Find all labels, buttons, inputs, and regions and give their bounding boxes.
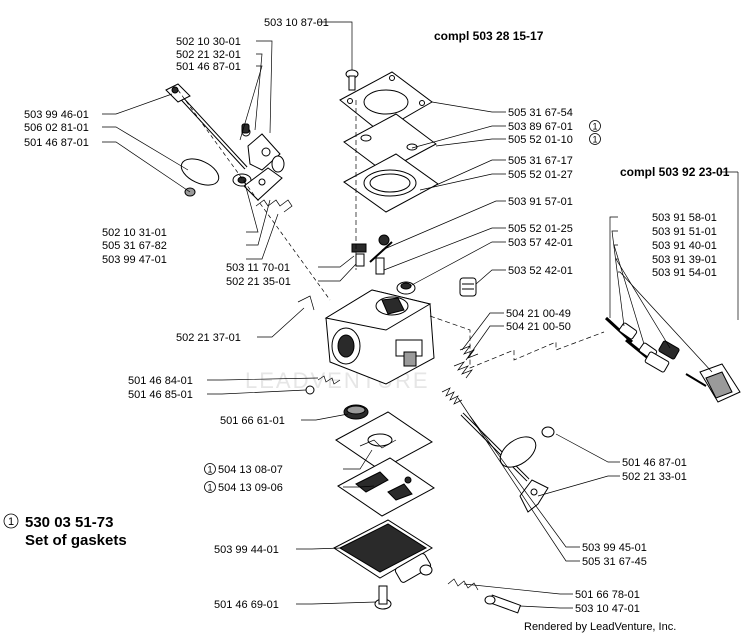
- callout: 501 46 87-01: [176, 61, 241, 73]
- callout: 503 10 87-01: [264, 17, 329, 29]
- callout-labels-right: 505 31 67-54 503 89 67-01 505 52 01-10 5…: [506, 107, 717, 615]
- metering-cover: [333, 519, 433, 583]
- callout: 502 21 35-01: [226, 276, 291, 288]
- kit-marker: 1: [593, 122, 598, 132]
- callout: 503 99 47-01: [102, 254, 167, 266]
- callout: 505 52 01-25: [508, 223, 573, 235]
- kit-description: Set of gaskets: [25, 532, 127, 549]
- kit-markers: 1 1 1 1: [204, 120, 601, 493]
- callout: 505 31 67-17: [508, 155, 573, 167]
- pump-gasket: [343, 153, 439, 213]
- callout: 503 91 57-01: [508, 196, 573, 208]
- idle-spring: [305, 375, 341, 395]
- callout: 505 31 67-82: [102, 240, 167, 252]
- assembly-upper-label: compl 503 28 15-17: [434, 29, 544, 43]
- callout: 502 21 32-01: [176, 49, 241, 61]
- callout: 503 57 42-01: [508, 237, 573, 249]
- callout: 503 99 45-01: [582, 542, 647, 554]
- callout: 503 91 58-01: [652, 212, 717, 224]
- callout: 503 11 70-01: [226, 262, 290, 274]
- callout: 504 21 00-50: [506, 321, 571, 333]
- callout-labels-left: 503 10 87-01 502 10 30-01 502 21 32-01 5…: [24, 17, 329, 611]
- callout: 502 10 31-01: [102, 227, 167, 239]
- return-spring-left: [255, 199, 293, 213]
- kit-marker: 1: [208, 483, 213, 493]
- filter-screen: [343, 404, 369, 420]
- callout: 503 99 46-01: [24, 109, 89, 121]
- callout: 502 21 33-01: [622, 471, 687, 483]
- callout: 503 10 47-01: [575, 603, 640, 615]
- callout: 503 89 67-01: [508, 121, 573, 133]
- callout: 505 31 67-45: [582, 556, 647, 568]
- callout: 503 91 54-01: [652, 267, 717, 279]
- callout: 504 21 00-49: [506, 308, 571, 320]
- callout: 501 46 84-01: [128, 375, 193, 387]
- callout: 501 46 87-01: [622, 457, 687, 469]
- choke-shaft: [460, 412, 555, 513]
- cover-screw-lower: [374, 585, 392, 610]
- callout: 502 10 30-01: [176, 36, 241, 48]
- callout: 501 46 85-01: [128, 389, 193, 401]
- kit-part-number: 530 03 51-73: [25, 514, 113, 531]
- adjuster-kit: [604, 316, 741, 403]
- pump-diaphragm: [343, 113, 437, 173]
- callout: 504 13 08-07: [218, 464, 283, 476]
- throttle-shaft-left: [165, 83, 248, 170]
- callout: 503 91 39-01: [652, 254, 717, 266]
- carburetor-body: [324, 289, 435, 385]
- lever-washer: [232, 173, 252, 187]
- parts-artwork: [165, 69, 741, 614]
- gasket-kit-legend: 1 530 03 51-73 Set of gaskets: [3, 513, 127, 549]
- callout: 505 52 01-10: [508, 134, 573, 146]
- legend-marker: 1: [8, 516, 14, 528]
- kit-marker: 1: [593, 135, 598, 145]
- assembly-right-label: compl 503 92 23-01: [620, 165, 730, 179]
- mating-lines: [177, 89, 605, 369]
- callout: 501 46 87-01: [24, 137, 89, 149]
- kit-marker: 1: [208, 465, 213, 475]
- cover-screw: [345, 69, 359, 91]
- callout: 503 99 44-01: [214, 544, 279, 556]
- callout: 503 91 51-01: [652, 226, 717, 238]
- lever-bracket: [243, 155, 285, 201]
- callout: 502 21 37-01: [176, 332, 241, 344]
- lower-spring-screw: [447, 578, 522, 614]
- needle-valve-parts: [351, 234, 416, 295]
- callout: 501 46 69-01: [214, 599, 279, 611]
- assembly-labels: compl 503 28 15-17 compl 503 92 23-01: [434, 29, 730, 179]
- callout: 503 52 42-01: [508, 265, 573, 277]
- footer-credit: Rendered by LeadVenture, Inc.: [524, 621, 676, 633]
- pump-cover: [339, 71, 433, 133]
- leader-lines: [102, 21, 739, 609]
- callout: 503 91 40-01: [652, 240, 717, 252]
- adjust-springs: [441, 345, 479, 405]
- callout: 506 02 81-01: [24, 122, 89, 134]
- lever-pin: [297, 295, 315, 311]
- callout: 505 52 01-27: [508, 169, 573, 181]
- callout: 501 66 78-01: [575, 589, 640, 601]
- throttle-plate: [180, 158, 220, 197]
- callout: 501 66 61-01: [220, 415, 285, 427]
- screen-plug: [459, 277, 477, 297]
- callout: 505 31 67-54: [508, 107, 573, 119]
- metering-gasket: [337, 457, 435, 517]
- callout: 504 13 09-06: [218, 482, 283, 494]
